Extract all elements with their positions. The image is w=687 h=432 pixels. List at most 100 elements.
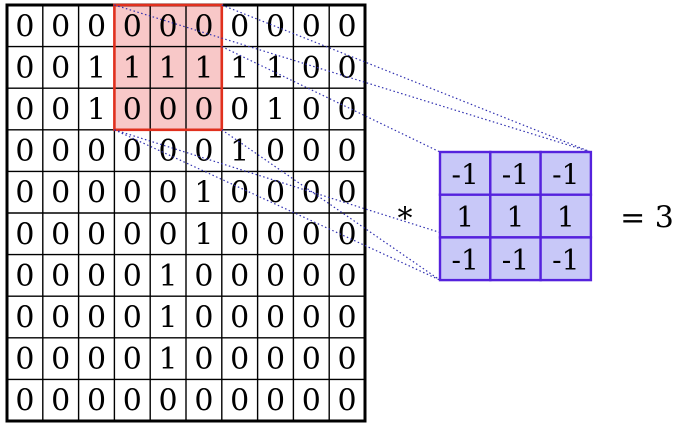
input-cell: 0	[123, 384, 142, 419]
projection-line	[114, 4, 592, 153]
kernel-cell: 1	[507, 201, 525, 234]
input-cell: 0	[123, 259, 142, 294]
input-cell: 0	[159, 93, 178, 128]
kernel-cell-box	[438, 236, 492, 282]
receptive-field-border	[113, 3, 224, 132]
kernel-cell: 1	[456, 201, 474, 234]
input-cell: 0	[87, 384, 106, 419]
input-cell: 0	[51, 301, 70, 336]
convolution-operator: *	[398, 202, 413, 237]
input-cell: 0	[159, 9, 178, 44]
input-cell: 0	[338, 9, 357, 44]
input-cell: 0	[87, 9, 106, 44]
kernel-cell-box	[539, 150, 593, 196]
input-cell: 0	[87, 176, 106, 211]
input-cell: 0	[266, 384, 285, 419]
input-cell: 1	[230, 134, 249, 169]
input-cell: 0	[51, 93, 70, 128]
input-cell: 0	[87, 301, 106, 336]
input-cell: 0	[302, 342, 321, 377]
kernel-cell-box	[539, 193, 593, 239]
input-cell: 0	[15, 301, 34, 336]
input-cell: 0	[302, 176, 321, 211]
input-cell: 1	[194, 176, 213, 211]
kernel-cell: -1	[452, 158, 479, 191]
input-cell: 0	[266, 134, 285, 169]
input-cell: 0	[15, 217, 34, 252]
input-cell: 0	[230, 176, 249, 211]
input-cell: 0	[123, 9, 142, 44]
input-cell: 0	[266, 342, 285, 377]
input-cell: 0	[302, 259, 321, 294]
projection-line	[221, 46, 441, 153]
input-cell: 0	[266, 259, 285, 294]
kernel-cell: 1	[557, 201, 575, 234]
input-cell: 0	[194, 93, 213, 128]
input-cell: 0	[338, 301, 357, 336]
input-cell: 0	[230, 384, 249, 419]
input-cell: 0	[194, 384, 213, 419]
input-cell: 0	[51, 384, 70, 419]
input-cell: 0	[302, 301, 321, 336]
kernel-cell-box	[539, 236, 593, 282]
input-cell: 0	[87, 342, 106, 377]
input-cell: 0	[51, 259, 70, 294]
input-cell: 0	[159, 384, 178, 419]
input-cell: 0	[51, 134, 70, 169]
input-cell: 0	[230, 93, 249, 128]
input-cell: 0	[302, 384, 321, 419]
input-cell: 0	[123, 176, 142, 211]
input-cell: 1	[159, 259, 178, 294]
input-cell: 0	[123, 301, 142, 336]
input-cell: 0	[194, 259, 213, 294]
kernel-cell: -1	[552, 243, 579, 276]
convolution-result: = 3	[620, 201, 674, 236]
input-cell: 1	[194, 217, 213, 252]
projection-line	[221, 129, 441, 281]
input-cell: 1	[159, 51, 178, 86]
input-cell: 0	[338, 259, 357, 294]
input-cell: 0	[15, 176, 34, 211]
input-cell: 0	[87, 134, 106, 169]
input-cell: 1	[159, 342, 178, 377]
input-cell: 0	[15, 384, 34, 419]
input-cell: 0	[159, 217, 178, 252]
kernel-cell: -1	[552, 158, 579, 191]
kernel-cell: -1	[502, 158, 529, 191]
input-cell: 0	[338, 93, 357, 128]
input-cell: 1	[123, 51, 142, 86]
input-cell: 0	[123, 134, 142, 169]
input-cell: 0	[338, 176, 357, 211]
input-cell: 0	[51, 9, 70, 44]
kernel-cell: -1	[502, 243, 529, 276]
input-cell: 0	[51, 217, 70, 252]
input-cell: 0	[230, 342, 249, 377]
input-cell: 0	[338, 384, 357, 419]
input-cell: 1	[194, 51, 213, 86]
input-cell: 0	[51, 342, 70, 377]
input-cell: 1	[230, 51, 249, 86]
input-cell: 0	[302, 134, 321, 169]
input-cell: 0	[266, 217, 285, 252]
input-cell: 0	[15, 93, 34, 128]
input-cell: 0	[87, 217, 106, 252]
input-cell: 0	[194, 134, 213, 169]
input-cell: 0	[302, 217, 321, 252]
input-cell: 0	[194, 9, 213, 44]
input-cell: 0	[338, 342, 357, 377]
input-cell: 0	[159, 176, 178, 211]
input-cell: 0	[15, 51, 34, 86]
receptive-field-highlight	[114, 5, 222, 130]
input-cell: 0	[194, 342, 213, 377]
input-cell: 0	[15, 9, 34, 44]
input-cell: 1	[87, 51, 106, 86]
input-cell: 0	[338, 51, 357, 86]
input-cell: 0	[230, 217, 249, 252]
input-cell: 0	[266, 301, 285, 336]
input-cell: 0	[194, 301, 213, 336]
input-cell: 1	[159, 301, 178, 336]
input-cell: 0	[15, 342, 34, 377]
